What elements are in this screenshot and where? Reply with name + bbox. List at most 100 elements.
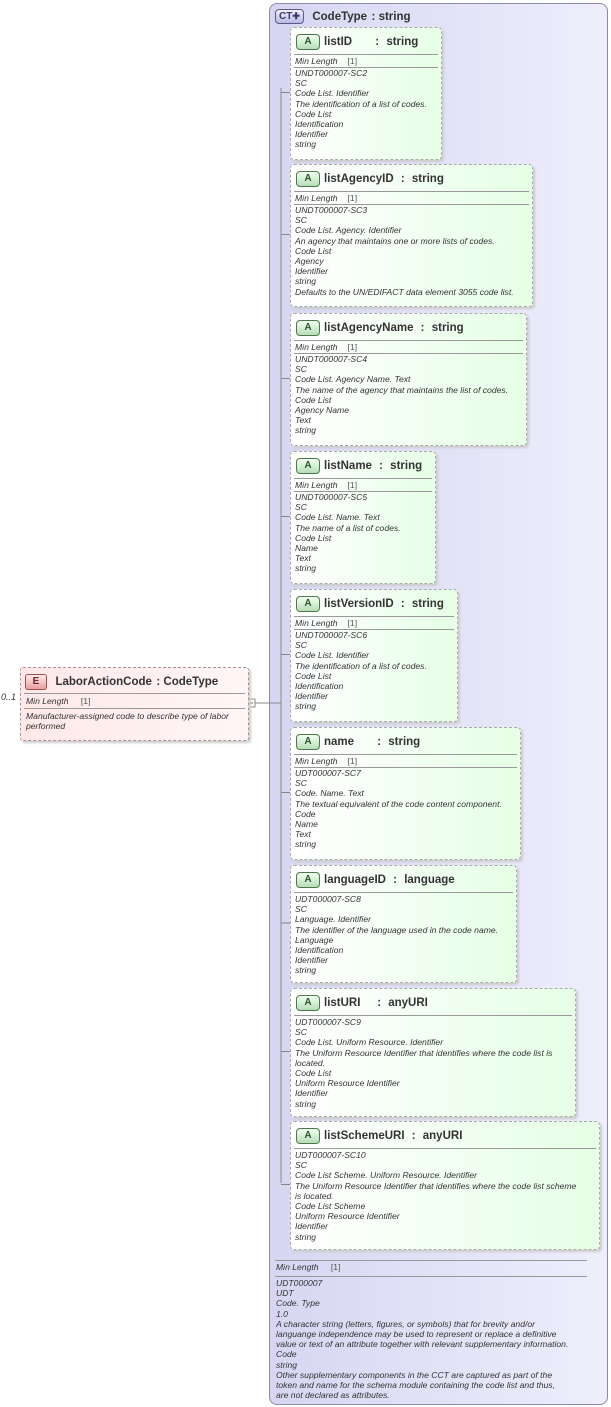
- doc-line: Code List. Identifier: [295, 88, 370, 99]
- min-length-value: [1]: [347, 342, 358, 352]
- doc-line: The identification of a list of codes.: [295, 98, 427, 109]
- doc-line: Uniform Resource Identifier: [295, 1211, 400, 1222]
- doc-line: Manufacturer-assigned code to describe t…: [26, 711, 229, 721]
- attribute-separator: :: [408, 1129, 419, 1142]
- doc-line: Language: [295, 934, 334, 945]
- attribute-separator: :: [397, 597, 408, 610]
- doc-line: Code List. Agency. Identifier: [295, 225, 402, 236]
- doc-line: Agency Name: [295, 405, 349, 416]
- doc-line: SC: [295, 640, 307, 651]
- min-length-value: [1]: [347, 480, 358, 490]
- attribute-type: anyURI: [422, 1129, 463, 1142]
- element-header: E LaborActionCode : CodeType: [25, 673, 218, 691]
- doc-line: Text: [295, 829, 311, 840]
- doc-line: 1.0: [276, 1308, 288, 1319]
- doc-line: Identifier: [295, 266, 328, 277]
- doc-line: Code List: [295, 108, 332, 119]
- min-length-value: [1]: [347, 56, 358, 66]
- doc-line: Code List Scheme: [295, 1201, 366, 1212]
- doc-line: string: [295, 563, 317, 574]
- complex-type-sep: :: [371, 10, 379, 23]
- doc-line: Code: [276, 1349, 297, 1360]
- min-length-value: [1]: [347, 756, 358, 766]
- doc-line: Code. Type: [276, 1298, 320, 1309]
- attribute-name: listID: [324, 35, 353, 48]
- complex-type-divider-2: [275, 1276, 587, 1277]
- doc-line: UNDT000007-SC5: [295, 492, 368, 502]
- complex-type-type: string: [378, 10, 411, 23]
- doc-line: Identifier: [295, 955, 328, 966]
- doc-line: SC: [295, 1160, 307, 1171]
- attribute-min-length: Min Length [1]: [295, 618, 357, 628]
- complex-type-header: CT✚ CodeType : string: [275, 8, 411, 26]
- doc-line: SC: [295, 778, 307, 789]
- doc-line: string: [295, 965, 317, 976]
- attribute-min-length: Min Length[1]: [295, 56, 357, 66]
- min-length-value: [1]: [347, 618, 358, 628]
- cardinality-label: 0..1: [1, 692, 17, 702]
- doc-line: Code. Name. Text: [295, 788, 364, 799]
- doc-line: UDT000007: [276, 1278, 323, 1288]
- doc-line: value or text of an attribute together w…: [276, 1339, 569, 1350]
- doc-line: UNDT000007-SC2: [295, 68, 368, 78]
- doc-line: string: [276, 1359, 298, 1370]
- attribute-type: string: [431, 321, 464, 334]
- attribute-divider: [294, 616, 454, 617]
- doc-line: Agency: [295, 256, 324, 267]
- doc-line: Identifier: [295, 129, 328, 140]
- attribute-min-length: Min Length [1]: [295, 342, 357, 352]
- attribute-divider: [294, 1015, 572, 1016]
- doc-line: string: [295, 139, 317, 150]
- attribute-name: listVersionID: [324, 597, 394, 610]
- doc-line: Language. Identifier: [295, 914, 371, 925]
- doc-line: Identification: [295, 945, 344, 956]
- min-length-label: Min Length: [295, 342, 338, 352]
- doc-line: UDT000007-SC7: [295, 768, 361, 778]
- min-length-label: Min Length: [26, 696, 69, 706]
- attribute-badge: A: [296, 733, 320, 750]
- element-divider: [24, 693, 245, 694]
- doc-line: SC: [295, 364, 307, 375]
- min-length-label: Min Length: [295, 480, 338, 490]
- attribute-badge: A: [296, 457, 320, 474]
- attribute-type: anyURI: [388, 996, 428, 1009]
- doc-line: string: [295, 1098, 317, 1109]
- doc-line: SC: [295, 904, 307, 915]
- attribute-divider: [294, 892, 513, 893]
- doc-line: UDT: [276, 1288, 294, 1299]
- attribute-type: language: [404, 873, 455, 886]
- element-box[interactable]: E LaborActionCode : CodeType Min Length …: [20, 667, 249, 741]
- attribute-separator: :: [397, 172, 408, 185]
- attribute-badge: A: [296, 319, 320, 336]
- doc-line: Identification: [295, 681, 344, 692]
- attribute-divider-2: [294, 353, 523, 354]
- doc-line: is located.: [295, 1190, 334, 1201]
- doc-line: Text: [295, 415, 311, 426]
- doc-line: Identifier: [295, 1221, 328, 1232]
- doc-line: token and name for the schema module con…: [276, 1380, 555, 1391]
- attribute-separator: :: [358, 735, 385, 748]
- attribute-name: listSchemeURI: [324, 1129, 405, 1142]
- attribute-badge: A: [296, 170, 320, 187]
- attribute-name: name: [324, 735, 355, 748]
- min-length-label: Min Length: [276, 1262, 319, 1272]
- attribute-min-length: Min Length[1]: [295, 193, 357, 203]
- doc-line: Identification: [295, 119, 344, 130]
- min-length-label: Min Length: [295, 618, 338, 628]
- attribute-min-length: Min Length[1]: [295, 756, 357, 766]
